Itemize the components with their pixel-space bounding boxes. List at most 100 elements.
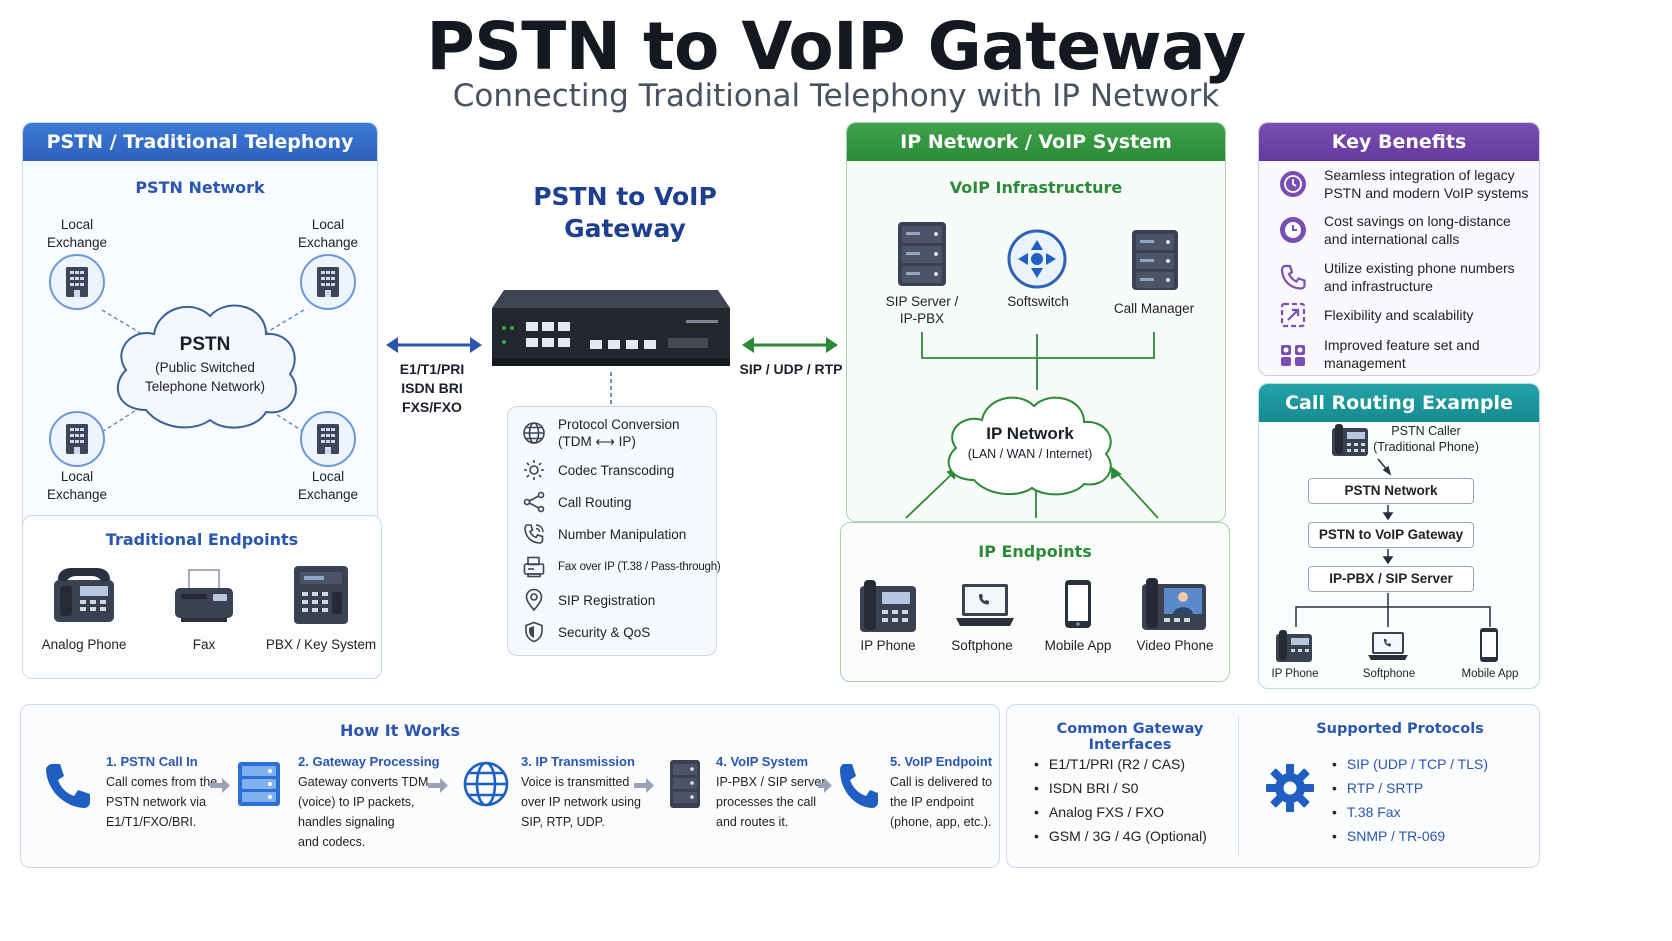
feature-protocol-conversion: Protocol Conversion(TDM ⟷ IP): [522, 416, 680, 450]
endpoint-analog-phone-label: Analog Phone: [41, 637, 127, 652]
features-grid-icon: [1281, 345, 1305, 366]
local-exchange-label-tl: Local Exchange: [46, 217, 108, 250]
local-exchange-br: [300, 411, 356, 467]
ip-link-label: SIP / UDP / RTP: [739, 361, 843, 377]
how-step-3: 3. IP Transmission Voice is transmitted …: [521, 752, 641, 832]
routing-softphone-label: Softphone: [1362, 668, 1416, 680]
page-subtitle: Connecting Traditional Telephony with IP…: [452, 78, 1220, 114]
protocol-item: RTP / SRTP: [1332, 776, 1488, 800]
fax-icon: [523, 556, 545, 578]
codec-gear-icon: [524, 460, 544, 480]
how-step-title: 1. PSTN Call In: [106, 754, 198, 769]
feature-fax-over-ip: Fax over IP (T.38 / Pass-through): [522, 555, 721, 579]
ip-phone-icon: [860, 580, 916, 632]
ip-panel-header: IP Network / VoIP System: [847, 123, 1225, 161]
building-icon: [317, 424, 339, 454]
benefit-item: Utilize existing phone numbers and infras…: [1278, 259, 1534, 295]
cost-savings-icon: [1280, 217, 1306, 243]
feature-number-manipulation: Number Manipulation: [522, 522, 686, 546]
routing-step-pstn-network: PSTN Network: [1308, 478, 1474, 504]
protocol-item: SNMP / TR-069: [1332, 824, 1488, 848]
benefit-line-2: and infrastructure: [1324, 278, 1433, 294]
how-step-text: PSTN network via: [106, 795, 207, 809]
how-step-text: SIP, RTP, UDP.: [521, 815, 605, 829]
location-pin-icon: [525, 588, 543, 612]
gateway-features-connector: [610, 372, 612, 406]
how-it-works-panel: [20, 704, 1000, 868]
how-step-title: 5. VoIP Endpoint: [890, 754, 993, 769]
caller-desk-phone-icon: [1332, 424, 1368, 456]
sip-server-label-1: SIP Server /: [885, 294, 959, 309]
globe-network-icon: [463, 761, 509, 807]
routing-flow-arrows: [1295, 458, 1491, 627]
how-step-text: the IP endpoint: [890, 795, 974, 809]
routing-step-ip-pbx: IP-PBX / SIP Server: [1308, 566, 1474, 592]
gateway-title-2: Gateway: [564, 214, 686, 243]
how-step-text: handles signaling: [298, 815, 395, 829]
caller-label-1: PSTN Caller: [1391, 424, 1461, 438]
feature-sip-registration: SIP Registration: [522, 588, 655, 612]
softswitch-label: Softswitch: [1007, 294, 1069, 309]
benefit-line: Cost savings on long-distance: [1324, 213, 1511, 229]
routing-step-gateway: PSTN to VoIP Gateway: [1308, 522, 1474, 548]
ip-network-title: IP Network: [986, 424, 1074, 443]
local-exchange-tl: [49, 254, 105, 310]
fax-icon: [175, 569, 233, 622]
gateway-device-icon: [492, 290, 730, 366]
scalability-icon: [1280, 302, 1306, 328]
benefit-line-2: PSTN and modern VoIP systems: [1324, 185, 1529, 201]
feature-label: Security & QoS: [558, 624, 651, 640]
feature-label: Number Manipulation: [558, 526, 687, 542]
protocol-item: T.38 Fax: [1332, 800, 1488, 824]
how-step-text: Call is delivered to: [890, 775, 993, 789]
caller-label-2: (Traditional Phone): [1373, 440, 1479, 454]
traditional-endpoints-title: Traditional Endpoints: [105, 530, 299, 549]
how-step-title: 2. Gateway Processing: [298, 754, 440, 769]
page-title: PSTN to VoIP Gateway: [426, 8, 1246, 85]
endpoint-mobile-app-label: Mobile App: [1044, 638, 1112, 653]
pstn-network-title: PSTN Network: [135, 178, 265, 197]
call-manager-icon: [1132, 230, 1178, 290]
benefit-line: Flexibility and scalability: [1324, 307, 1474, 323]
feature-label: Call Routing: [558, 494, 632, 510]
how-step-text: processes the call: [716, 795, 817, 809]
pstn-link-label-2: ISDN BRI: [401, 380, 463, 396]
feature-label: Protocol Conversion: [558, 417, 680, 432]
how-step-text: over IP network using: [521, 795, 641, 809]
local-exchange-label-br: Local Exchange: [297, 469, 359, 502]
endpoint-handset-icon: [840, 764, 878, 808]
how-step-text: E1/T1/FXO/BRI.: [106, 815, 197, 829]
ip-endpoints-title: IP Endpoints: [978, 542, 1092, 561]
shield-icon: [525, 621, 543, 643]
how-step-text: Call comes from the: [106, 775, 218, 789]
building-icon: [66, 424, 88, 454]
endpoint-pbx-label: PBX / Key System: [265, 637, 377, 652]
interface-item: ISDN BRI / S0: [1034, 776, 1207, 800]
benefit-line: Utilize existing phone numbers: [1324, 260, 1515, 276]
feature-label: SIP Registration: [558, 592, 656, 608]
local-exchange-bl: [49, 411, 105, 467]
call-manager-label: Call Manager: [1113, 301, 1195, 316]
panel-divider: [1238, 716, 1239, 856]
how-step-1: 1. PSTN Call In Call comes from the PSTN…: [106, 752, 217, 832]
endpoint-softphone-label: Softphone: [951, 638, 1013, 653]
softswitch-icon: [1007, 229, 1067, 289]
pstn-link-label-1: E1/T1/PRI: [399, 361, 465, 377]
feature-security-qos: Security & QoS: [522, 620, 650, 644]
endpoint-video-phone-label: Video Phone: [1136, 638, 1214, 653]
endpoint-fax-label: Fax: [192, 637, 216, 652]
pstn-panel-header: PSTN / Traditional Telephony: [23, 123, 377, 161]
ip-network-subtitle: (LAN / WAN / Internet): [967, 447, 1093, 461]
how-step-text: and codecs.: [298, 835, 366, 849]
interface-item: Analog FXS / FXO: [1034, 800, 1207, 824]
how-step-title: 3. IP Transmission: [521, 754, 635, 769]
gateway-features-panel: [507, 406, 717, 656]
voip-server-icon: [670, 760, 700, 808]
pstn-gateway-link-arrow: [386, 337, 482, 353]
benefit-line: Improved feature set and: [1324, 337, 1480, 353]
interfaces-list: E1/T1/PRI (R2 / CAS) ISDN BRI / S0 Analo…: [1034, 752, 1207, 848]
pstn-link-label-3: FXS/FXO: [402, 399, 462, 415]
sip-server-label-2: IP-PBX: [899, 311, 945, 326]
protocols-title: Supported Protocols: [1316, 721, 1484, 737]
